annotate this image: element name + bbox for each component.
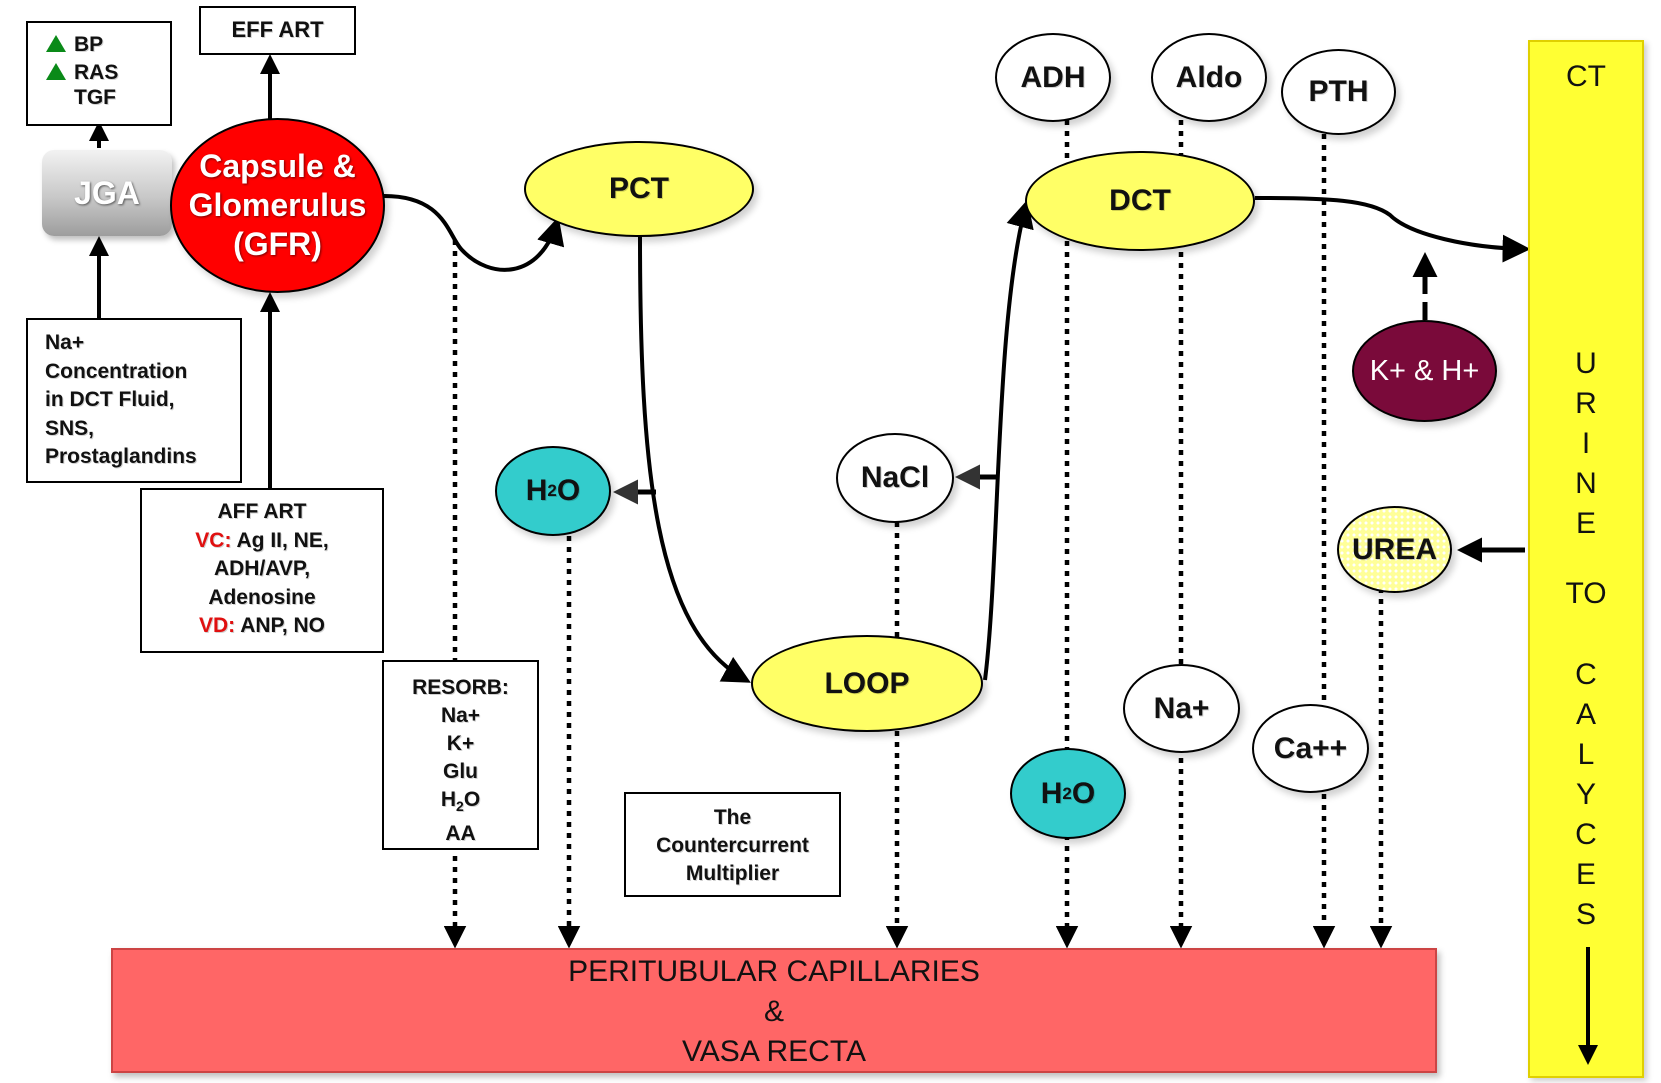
countercurrent-box: The Countercurrent Multiplier bbox=[624, 792, 841, 897]
aldo-node: Aldo bbox=[1151, 33, 1267, 122]
loop-node: LOOP bbox=[751, 635, 983, 732]
regulator-tgf: TGF bbox=[74, 86, 116, 109]
regulator-bp: BP bbox=[46, 31, 170, 59]
capillaries-line2: & bbox=[763, 995, 784, 1028]
na-box-line: Na+ bbox=[45, 331, 85, 354]
aff-art-box: AFF ART VC: Ag II, NE, ADH/AVP, Adenosin… bbox=[140, 488, 384, 653]
flow-glomerulus-to-pct bbox=[381, 193, 565, 272]
calyces-label: C A L Y C E S bbox=[1575, 658, 1597, 931]
aff-art-vc-line: VC: Ag II, NE, bbox=[195, 528, 329, 552]
glomerulus-node: Capsule & Glomerulus (GFR) bbox=[170, 118, 385, 293]
na-plus-node: Na+ bbox=[1123, 664, 1240, 753]
na-box-line: Concentration bbox=[45, 359, 188, 383]
pct-node: PCT bbox=[524, 141, 754, 237]
flow-dct-to-ct bbox=[1254, 196, 1531, 263]
triangle-up-icon bbox=[46, 35, 66, 52]
capillaries-line3: VASA RECTA bbox=[682, 1035, 866, 1068]
resorb-title: RESORB: bbox=[412, 676, 509, 699]
regulators-box: BP RAS TGF bbox=[26, 21, 172, 126]
to-label: TO bbox=[1565, 577, 1607, 610]
resorb-item: K+ bbox=[446, 732, 475, 755]
resorb-item: Glu bbox=[443, 760, 478, 783]
glomerulus-line1: Capsule & bbox=[199, 148, 356, 184]
urea-node: UREA bbox=[1337, 506, 1452, 593]
jga-label: JGA bbox=[74, 174, 140, 211]
countercurrent-line: Multiplier bbox=[685, 862, 780, 885]
ca-node: Ca++ bbox=[1252, 704, 1369, 793]
ct-label: CT bbox=[1566, 60, 1606, 93]
na-concentration-box: Na+ Concentration in DCT Fluid, SNS, Pro… bbox=[26, 318, 242, 483]
nacl-node: NaCl bbox=[836, 433, 954, 523]
aff-art-title: AFF ART bbox=[217, 500, 307, 523]
aff-art-vd-line: VD: ANP, NO bbox=[198, 614, 326, 637]
aff-art-vc-line2: ADH/AVP, bbox=[213, 557, 311, 580]
eff-art-box: EFF ART bbox=[199, 6, 356, 55]
ct-bar: CT U R I N E TO C A L Y C E S bbox=[1528, 40, 1644, 1078]
flow-loop-to-dct bbox=[983, 199, 1034, 681]
countercurrent-line: Countercurrent bbox=[656, 834, 809, 857]
urine-label: U R I N E bbox=[1575, 347, 1597, 540]
triangle-up-icon bbox=[46, 63, 66, 80]
resorb-item: Na+ bbox=[440, 704, 481, 727]
capillaries-line1: PERITUBULAR CAPILLARIES bbox=[568, 955, 980, 988]
resorb-item-h2o: H2O bbox=[440, 788, 481, 815]
na-box-line: Prostaglandins bbox=[45, 445, 197, 468]
resorb-box: RESORB: Na+ K+ Glu H2O AA bbox=[382, 660, 539, 850]
adh-node: ADH bbox=[995, 33, 1111, 122]
na-box-line: in DCT Fluid, bbox=[45, 388, 175, 411]
resorb-item: AA bbox=[445, 822, 476, 846]
k-h-node: K+ & H+ bbox=[1352, 320, 1497, 422]
na-box-line: SNS, bbox=[45, 416, 95, 440]
regulator-ras: RAS bbox=[46, 59, 170, 87]
capillaries-bar: PERITUBULAR CAPILLARIES & VASA RECTA bbox=[111, 948, 1437, 1073]
flow-pct-to-loop bbox=[638, 235, 751, 683]
glomerulus-line3: (GFR) bbox=[233, 226, 322, 262]
jga-box: JGA bbox=[42, 150, 172, 236]
aff-art-vc-line3: Adenosine bbox=[208, 585, 316, 609]
arrow-down-icon bbox=[1578, 947, 1598, 1065]
dct-node: DCT bbox=[1025, 151, 1255, 251]
pth-node: PTH bbox=[1281, 49, 1396, 135]
glomerulus-line2: Glomerulus bbox=[188, 187, 367, 223]
countercurrent-line: The bbox=[713, 806, 752, 829]
